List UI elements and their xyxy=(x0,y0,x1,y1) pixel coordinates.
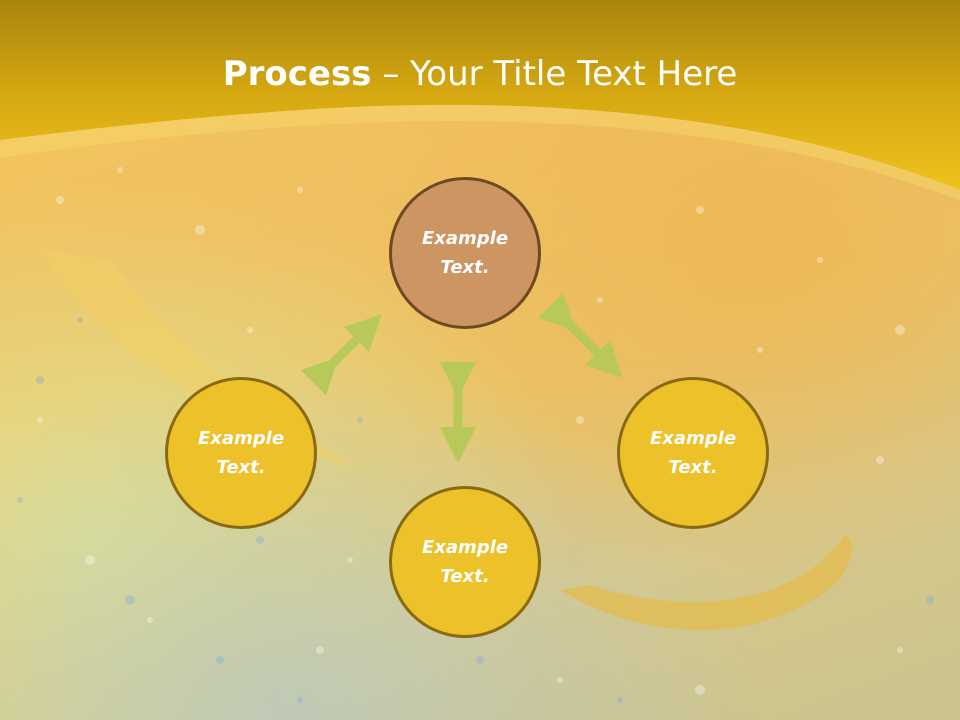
process-node-top: Example Text. xyxy=(389,177,541,329)
node-label: Example Text. xyxy=(649,428,737,478)
double-arrow-left xyxy=(300,314,382,396)
double-arrow-right xyxy=(537,292,623,378)
process-node-left: Example Text. xyxy=(165,377,317,529)
process-node-bottom: Example Text. xyxy=(389,486,541,638)
title-bold-text: Process xyxy=(222,54,372,94)
node-label: Example Text. xyxy=(197,428,285,478)
node-label: Example Text. xyxy=(421,537,509,587)
process-node-right: Example Text. xyxy=(617,377,769,529)
node-label: Example Text. xyxy=(421,228,509,278)
slide-title: Process – Your Title Text Here xyxy=(0,50,960,98)
title-rest-text: – Your Title Text Here xyxy=(371,54,738,94)
